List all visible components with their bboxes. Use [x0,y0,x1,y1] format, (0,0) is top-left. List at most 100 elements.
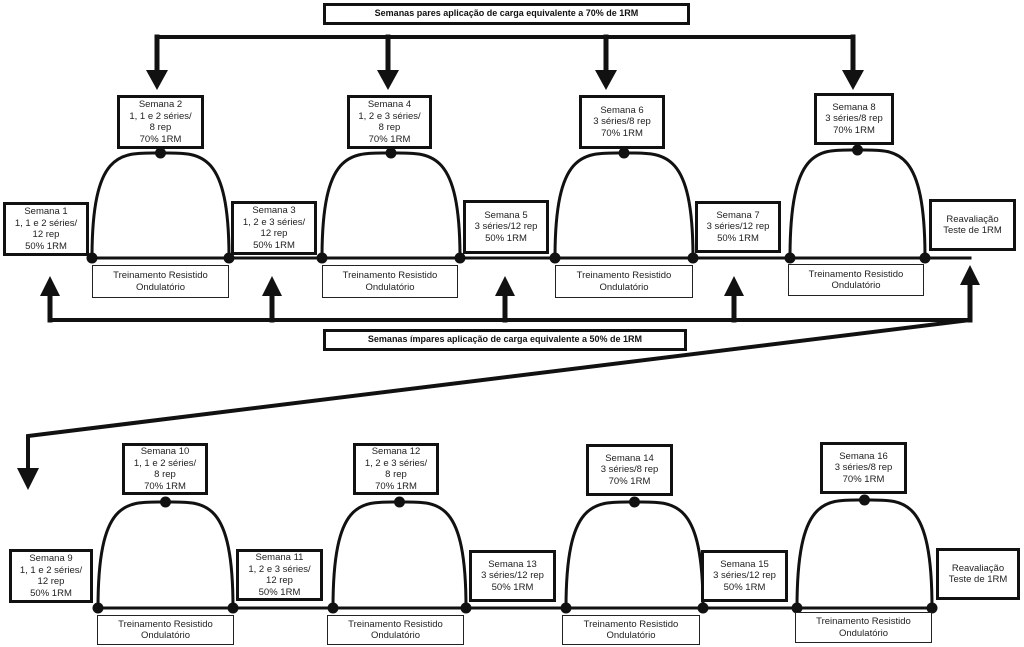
row-2-arc-4 [795,498,934,609]
row-1-arc-2 [320,151,462,259]
training-box-8-line2: Ondulatório [838,627,889,639]
week-13-title: Semana 13 [488,558,537,570]
week-8-load: 70% 1RM [833,124,875,136]
row-2-arc-2-node-end [460,602,472,614]
training-box-4-line2: Ondulatório [831,280,881,291]
training-box-1: Treinamento Resistido Ondulatório [92,265,229,298]
row-1-arc-3-node-start [549,252,561,264]
week-15-title: Semana 15 [720,558,769,570]
training-box-7-line2: Ondulatório [606,630,656,641]
row-1-arc-3-node-peak [618,147,630,159]
arrow-to-week-8-head [842,70,864,90]
week-1-reps: 12 rep [32,229,60,240]
arrow-to-week-5-head [495,276,515,296]
week-10-box: Semana 10 1, 1 e 2 séries/ 8 rep 70% 1RM [122,443,208,495]
arrow-to-week-7-head [724,276,744,296]
week-16-sets-reps: 3 séries/8 rep [834,462,893,474]
reassessment-1-test: Teste de 1RM [943,225,1002,236]
training-box-8-line1: Treinamento Resistido [816,616,911,627]
reassessment-box-2: Reavaliação Teste de 1RM [936,548,1020,600]
arrow-to-week-2-head [146,70,168,90]
week-3-sets: 1, 2 e 3 séries/ [242,216,306,228]
week-5-title: Semana 5 [484,209,528,221]
week-9-load: 50% 1RM [30,587,72,599]
odd-weeks-banner-text: Semanas ímpares aplicação de carga equiv… [367,334,643,345]
week-13-load: 50% 1RM [491,581,534,593]
week-6-sets-reps: 3 séries/8 rep [593,116,651,128]
week-12-sets: 1, 2 e 3 séries/ [364,457,428,469]
week-13-sets-reps: 3 séries/12 rep [481,570,544,582]
week-9-title: Semana 9 [29,553,73,564]
training-box-3: Treinamento Resistido Ondulatório [555,265,693,298]
row-2-arc-2-node-peak [394,496,405,508]
row-2-arc-1 [96,500,235,609]
week-4-sets: 1, 2 e 3 séries/ [358,110,421,122]
week-3-title: Semana 3 [252,205,296,216]
week-14-box: Semana 14 3 séries/8 rep 70% 1RM [586,444,673,496]
training-box-3-line1: Treinamento Resistido [576,270,672,281]
reassessment-2-title: Reavaliação [951,562,1005,574]
week-15-load: 50% 1RM [723,581,766,593]
week-2-box: Semana 2 1, 1 e 2 séries/ 8 rep 70% 1RM [117,95,204,149]
training-box-1-line1: Treinamento Resistido [113,270,208,281]
row-2-arc-3-node-peak [629,496,640,508]
row-2-arc-2-node-start [327,602,339,614]
row-1-arc-4-node-end [919,252,931,264]
row-2-arc-3-node-end [697,602,709,614]
week-14-load: 70% 1RM [608,475,651,487]
week-8-title: Semana 8 [832,101,876,113]
training-box-6-line2: Ondulatório [370,630,421,641]
week-12-load: 70% 1RM [375,480,417,492]
row-1-arc-3-node-end [687,252,699,264]
row-1-arc-1-node-peak [155,147,166,159]
week-2-load: 70% 1RM [139,133,182,145]
reassessment-2-test: Teste de 1RM [948,574,1008,585]
week-12-reps: 8 rep [385,469,407,480]
week-16-title: Semana 16 [839,450,888,462]
week-4-box: Semana 4 1, 2 e 3 séries/ 8 rep 70% 1RM [347,95,432,149]
row-2-arc-1-node-end [227,602,239,614]
row-1-arc-1-node-start [86,252,98,264]
week-1-box: Semana 1 1, 1 e 2 séries/ 12 rep 50% 1RM [3,202,89,256]
reassessment-box-1: Reavaliação Teste de 1RM [929,199,1016,251]
row-1-arc-2-node-end [454,252,466,264]
row-1-arc-4-node-peak [852,144,863,156]
week-7-title: Semana 7 [716,209,760,221]
week-11-title: Semana 11 [255,552,304,563]
week-10-title: Semana 10 [140,446,190,457]
training-box-2: Treinamento Resistido Ondulatório [322,265,458,298]
training-box-5: Treinamento Resistido Ondulatório [97,615,234,645]
training-box-2-line1: Treinamento Resistido [342,270,438,281]
week-13-box: Semana 13 3 séries/12 rep 50% 1RM [469,550,556,602]
week-2-reps: 8 rep [149,122,172,133]
week-1-sets: 1, 1 e 2 séries/ [14,217,78,229]
week-8-box: Semana 8 3 séries/8 rep 70% 1RM [814,93,894,145]
week-10-reps: 8 rep [154,469,176,480]
even-weeks-banner-text: Semanas pares aplicação de carga equival… [374,8,639,19]
row-1-arc-1 [90,151,231,259]
week-6-title: Semana 6 [600,104,644,116]
training-box-6: Treinamento Resistido Ondulatório [327,615,464,645]
row-1-arc-2-node-peak [385,147,397,159]
week-7-sets-reps: 3 séries/12 rep [706,221,770,233]
week-9-box: Semana 9 1, 1 e 2 séries/ 12 rep 50% 1RM [9,549,93,603]
week-3-box: Semana 3 1, 2 e 3 séries/ 12 rep 50% 1RM [231,201,317,255]
training-box-1-line2: Ondulatório [135,281,186,293]
row-1-arc-1-node-end [223,252,235,264]
week-12-title: Semana 12 [371,446,421,457]
week-7-box: Semana 7 3 séries/12 rep 50% 1RM [695,201,781,253]
week-11-reps: 12 rep [266,575,293,586]
row-2-arc-4-node-peak [859,494,870,506]
week-3-load: 50% 1RM [253,239,295,251]
reassessment-1-title: Reavaliação [946,213,999,225]
week-11-load: 50% 1RM [258,586,301,598]
week-16-box: Semana 16 3 séries/8 rep 70% 1RM [820,442,907,494]
week-10-load: 70% 1RM [144,480,186,492]
week-4-load: 70% 1RM [368,133,411,145]
week-6-box: Semana 6 3 séries/8 rep 70% 1RM [579,95,665,149]
week-5-load: 50% 1RM [485,232,527,244]
odd-weeks-banner: Semanas ímpares aplicação de carga equiv… [323,329,687,351]
week-14-sets-reps: 3 séries/8 rep [600,464,659,476]
week-9-sets: 1, 1 e 2 séries/ [19,564,83,576]
